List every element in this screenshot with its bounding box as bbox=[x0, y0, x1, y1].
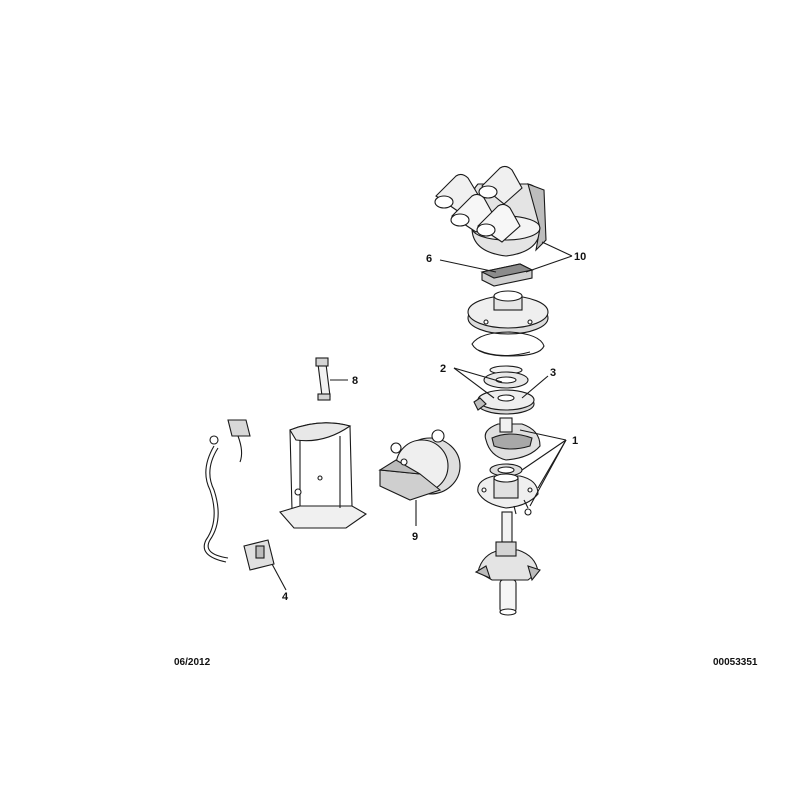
gasket-ring bbox=[471, 331, 545, 357]
pickup-assembly bbox=[484, 417, 541, 477]
vacuum-plate bbox=[473, 389, 535, 415]
distributor-housing-cover bbox=[279, 422, 368, 529]
vacuum-advance-unit bbox=[378, 429, 461, 501]
cap-tower-front-right bbox=[476, 203, 521, 243]
callout-6: 6 bbox=[426, 253, 432, 265]
cap-tower-rear-right bbox=[478, 165, 523, 205]
sensor-harness bbox=[203, 419, 275, 571]
callout-10: 10 bbox=[574, 251, 586, 263]
rotor-arm bbox=[480, 263, 534, 287]
callout-1: 1 bbox=[572, 435, 578, 447]
base-plate bbox=[477, 473, 539, 516]
callout-4: 4 bbox=[282, 591, 289, 603]
callout-9: 9 bbox=[412, 531, 418, 543]
distributor-shaft bbox=[474, 511, 541, 616]
distributor-cap bbox=[434, 165, 547, 257]
distributor-plate-upper bbox=[467, 290, 549, 335]
callout-3: 3 bbox=[550, 367, 556, 379]
footer-reference-number: 00053351 bbox=[713, 657, 758, 668]
callout-8: 8 bbox=[352, 375, 358, 387]
footer-date: 06/2012 bbox=[174, 657, 211, 668]
washer-stack bbox=[483, 365, 529, 389]
vacuum-hose bbox=[315, 357, 331, 401]
callout-2: 2 bbox=[440, 363, 446, 375]
leader-lines bbox=[271, 241, 573, 591]
